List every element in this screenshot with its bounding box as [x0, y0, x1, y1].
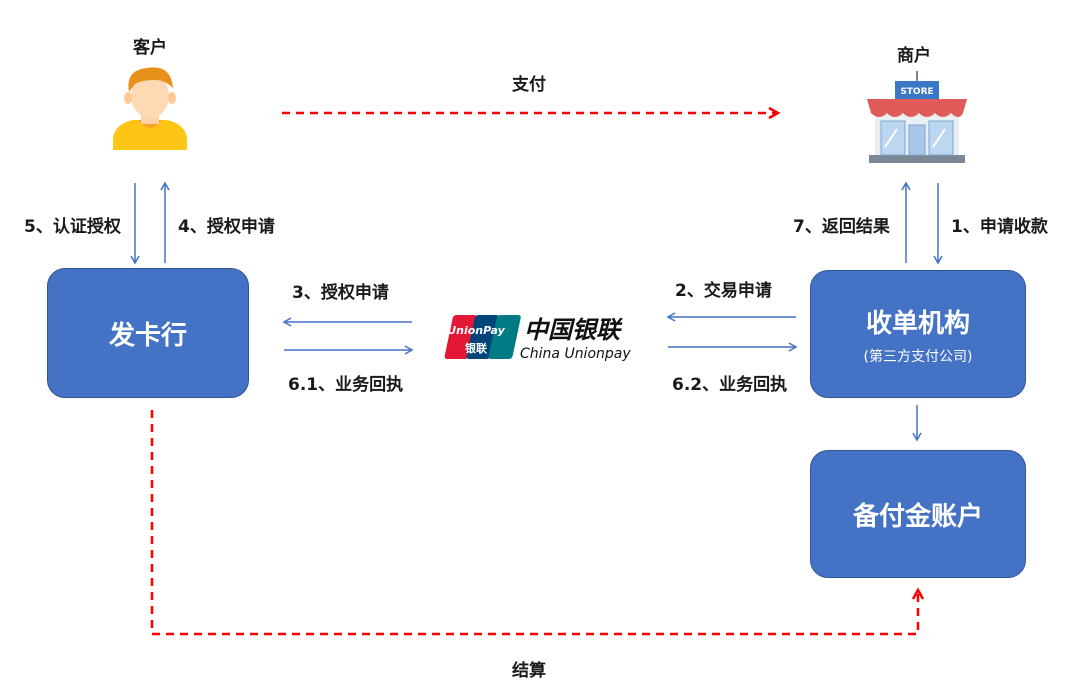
svg-text:中国银联: 中国银联: [524, 316, 623, 344]
step2-label: 2、交易申请: [675, 281, 772, 301]
step4-label: 4、授权申请: [178, 217, 275, 237]
step3-label: 3、授权申请: [292, 283, 389, 303]
svg-text:UnionPay: UnionPay: [447, 324, 505, 337]
acquirer-box: 收单机构 (第三方支付公司): [810, 270, 1026, 398]
pay-label: 支付: [512, 75, 546, 95]
reserve-box: 备付金账户: [810, 450, 1026, 578]
step5-label: 5、认证授权: [24, 217, 121, 237]
settle-label: 结算: [512, 661, 546, 681]
store-icon: STORE: [867, 71, 967, 163]
step1-label: 1、申请收款: [951, 217, 1048, 237]
svg-text:China Unionpay: China Unionpay: [520, 346, 631, 362]
step61-label: 6.1、业务回执: [288, 375, 404, 395]
person-icon: [113, 67, 187, 150]
svg-text:银联: 银联: [465, 341, 487, 355]
svg-text:STORE: STORE: [900, 87, 933, 97]
issuer-box: 发卡行: [47, 268, 249, 398]
arrow-settle: [150, 410, 925, 636]
acquirer-subtitle: (第三方支付公司): [863, 348, 973, 365]
customer-label: 客户: [133, 38, 167, 58]
step7-label: 7、返回结果: [793, 217, 890, 237]
step62-label: 6.2、业务回执: [672, 375, 788, 395]
reserve-title: 备付金账户: [852, 501, 983, 532]
unionpay-logo: UnionPay 银联 中国银联 China Unionpay: [444, 315, 631, 362]
merchant-label: 商户: [897, 46, 931, 66]
issuer-title: 发卡行: [108, 320, 187, 351]
acquirer-title: 收单机构: [865, 308, 970, 339]
